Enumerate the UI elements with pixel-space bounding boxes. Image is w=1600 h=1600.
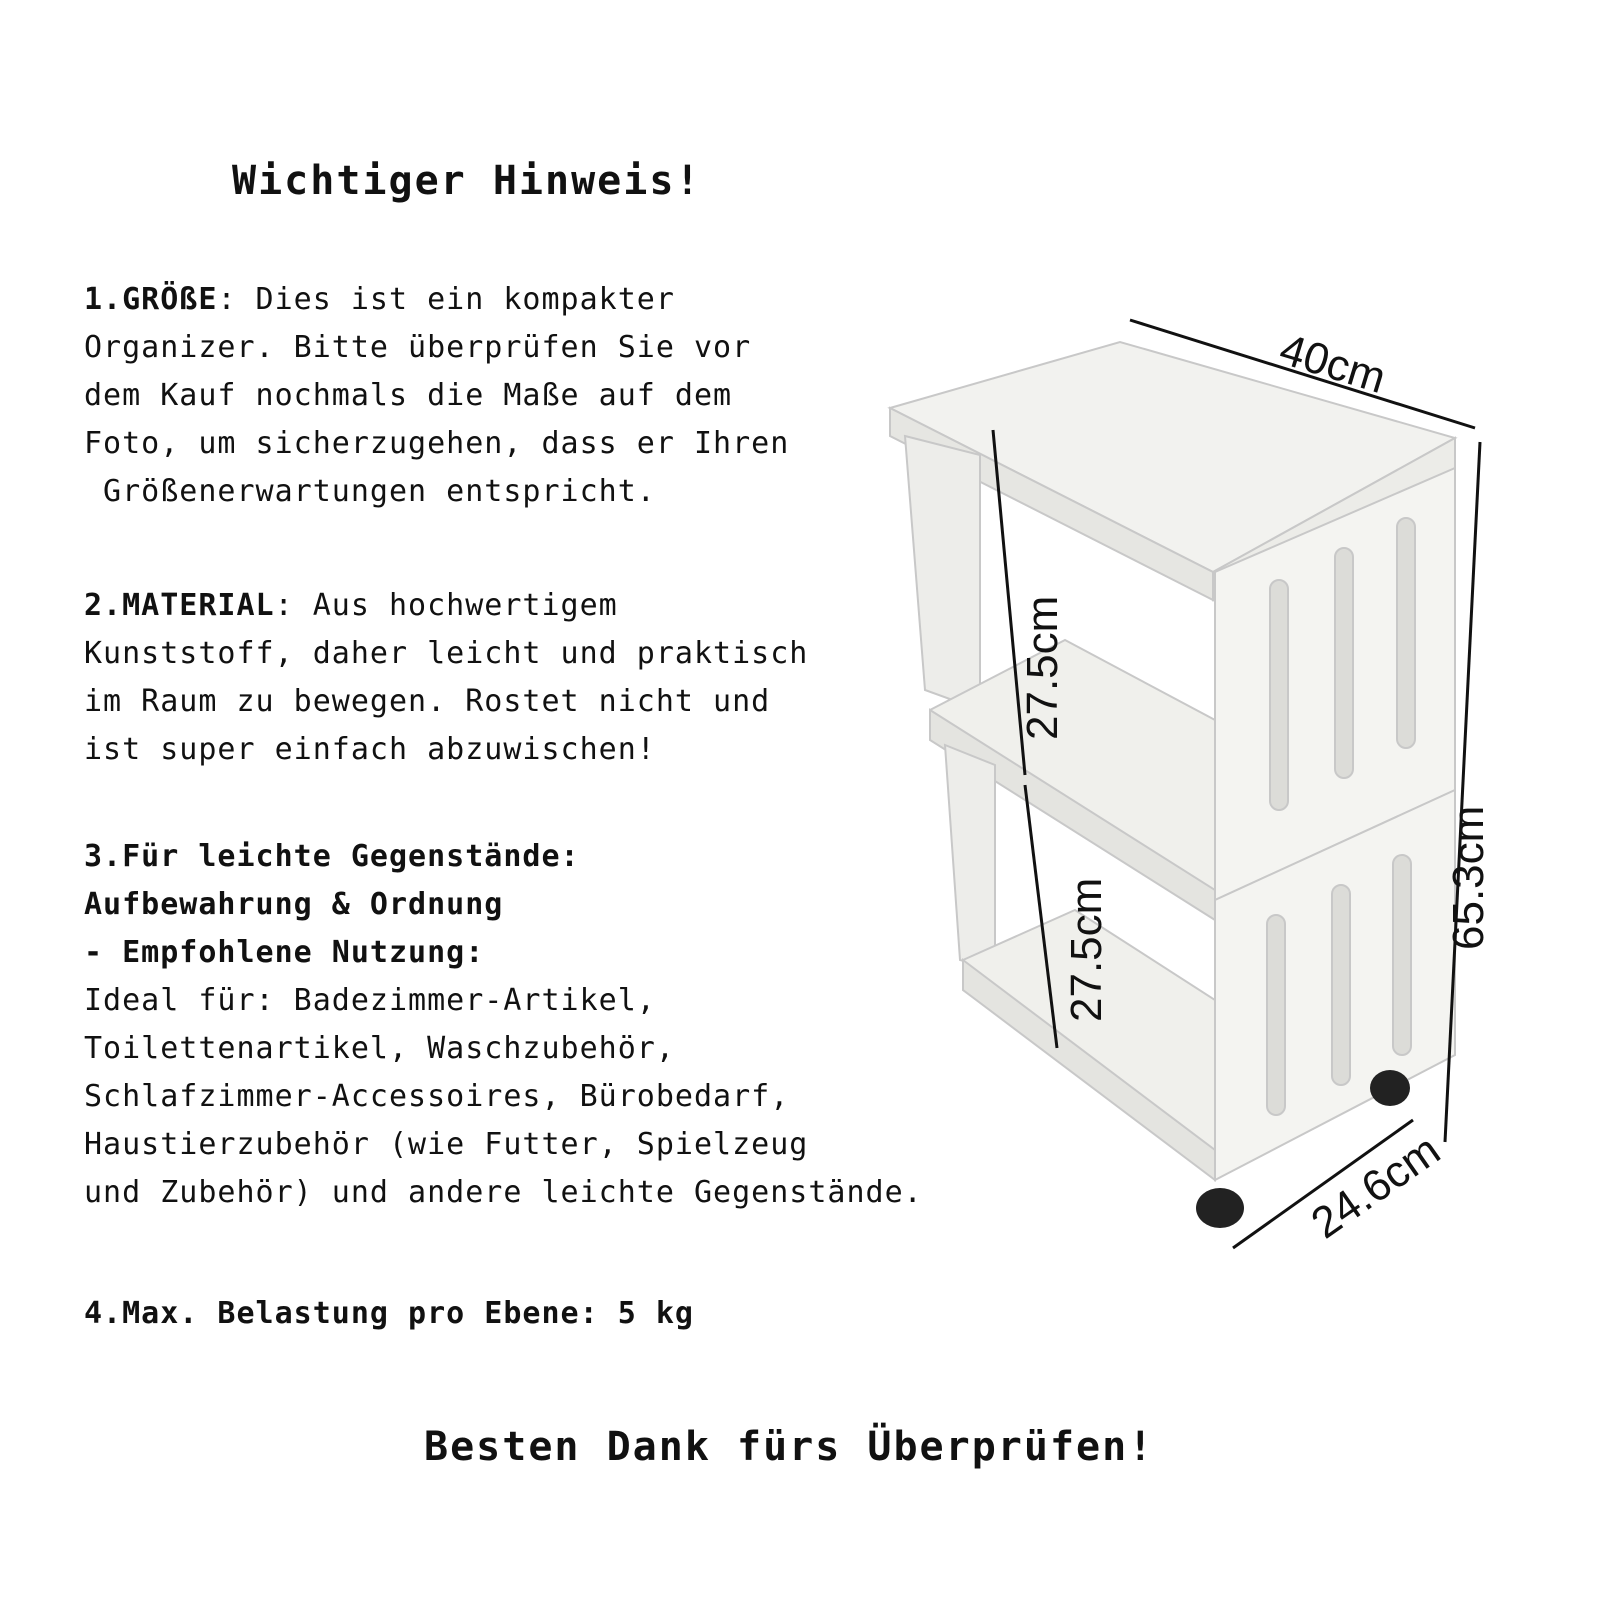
usage-line: und Zubehör) und andere leichte Gegenstä… — [84, 1175, 923, 1210]
material-section: 2.MATERIAL: Aus hochwertigem Kunststoff,… — [84, 582, 884, 774]
dimension-total-height: 65.3cm — [1444, 806, 1493, 950]
dimension-shelf-height-bottom: 27.5cm — [1062, 878, 1111, 1022]
thanks-footer: Besten Dank fürs Überprüfen! — [424, 1424, 1155, 1470]
size-label: 1.GRÖßE — [84, 282, 218, 317]
load-text: 4.Max. Belastung pro Ebene: 5 kg — [84, 1296, 694, 1331]
cart-wheels — [1196, 1070, 1410, 1228]
material-line: im Raum zu bewegen. Rostet nicht und — [84, 684, 771, 719]
product-image: 40cm 27.5cm 27.5cm 65.3cm 24.6cm — [887, 318, 1493, 1250]
size-line: Organizer. Bitte überprüfen Sie vor — [84, 330, 752, 365]
usage-heading: 3.Für leichte Gegenstände: — [84, 839, 580, 874]
usage-subheading: - Empfohlene Nutzung: — [84, 935, 485, 970]
usage-line: Toilettenartikel, Waschzubehör, — [84, 1031, 675, 1066]
usage-subheading: Aufbewahrung & Ordnung — [84, 887, 504, 922]
size-line: Foto, um sicherzugehen, dass er Ihren — [84, 426, 790, 461]
size-line: dem Kauf nochmals die Maße auf dem — [84, 378, 733, 413]
material-line: : Aus hochwertigem — [274, 588, 618, 623]
material-line: Kunststoff, daher leicht und praktisch — [84, 636, 809, 671]
notice-heading: Wichtiger Hinweis! — [232, 158, 702, 204]
size-line: Größenerwartungen entspricht. — [84, 474, 656, 509]
dimension-lines — [991, 318, 1482, 1250]
usage-line: Schlafzimmer-Accessoires, Bürobedarf, — [84, 1079, 790, 1114]
usage-line: Ideal für: Badezimmer-Artikel, — [84, 983, 656, 1018]
usage-section: 3.Für leichte Gegenstände: Aufbewahrung … — [84, 833, 984, 1217]
size-line: : Dies ist ein kompakter — [217, 282, 675, 317]
material-line: ist super einfach abzuwischen! — [84, 732, 656, 767]
dimension-depth: 24.6cm — [1303, 1125, 1449, 1248]
size-section: 1.GRÖßE: Dies ist ein kompakter Organize… — [84, 276, 864, 516]
cart-illustration — [887, 340, 1458, 1183]
usage-line: Haustierzubehör (wie Futter, Spielzeug — [84, 1127, 809, 1162]
dimension-shelf-height-top: 27.5cm — [1018, 596, 1067, 740]
material-label: 2.MATERIAL — [84, 588, 275, 623]
load-section: 4.Max. Belastung pro Ebene: 5 kg — [84, 1290, 844, 1338]
